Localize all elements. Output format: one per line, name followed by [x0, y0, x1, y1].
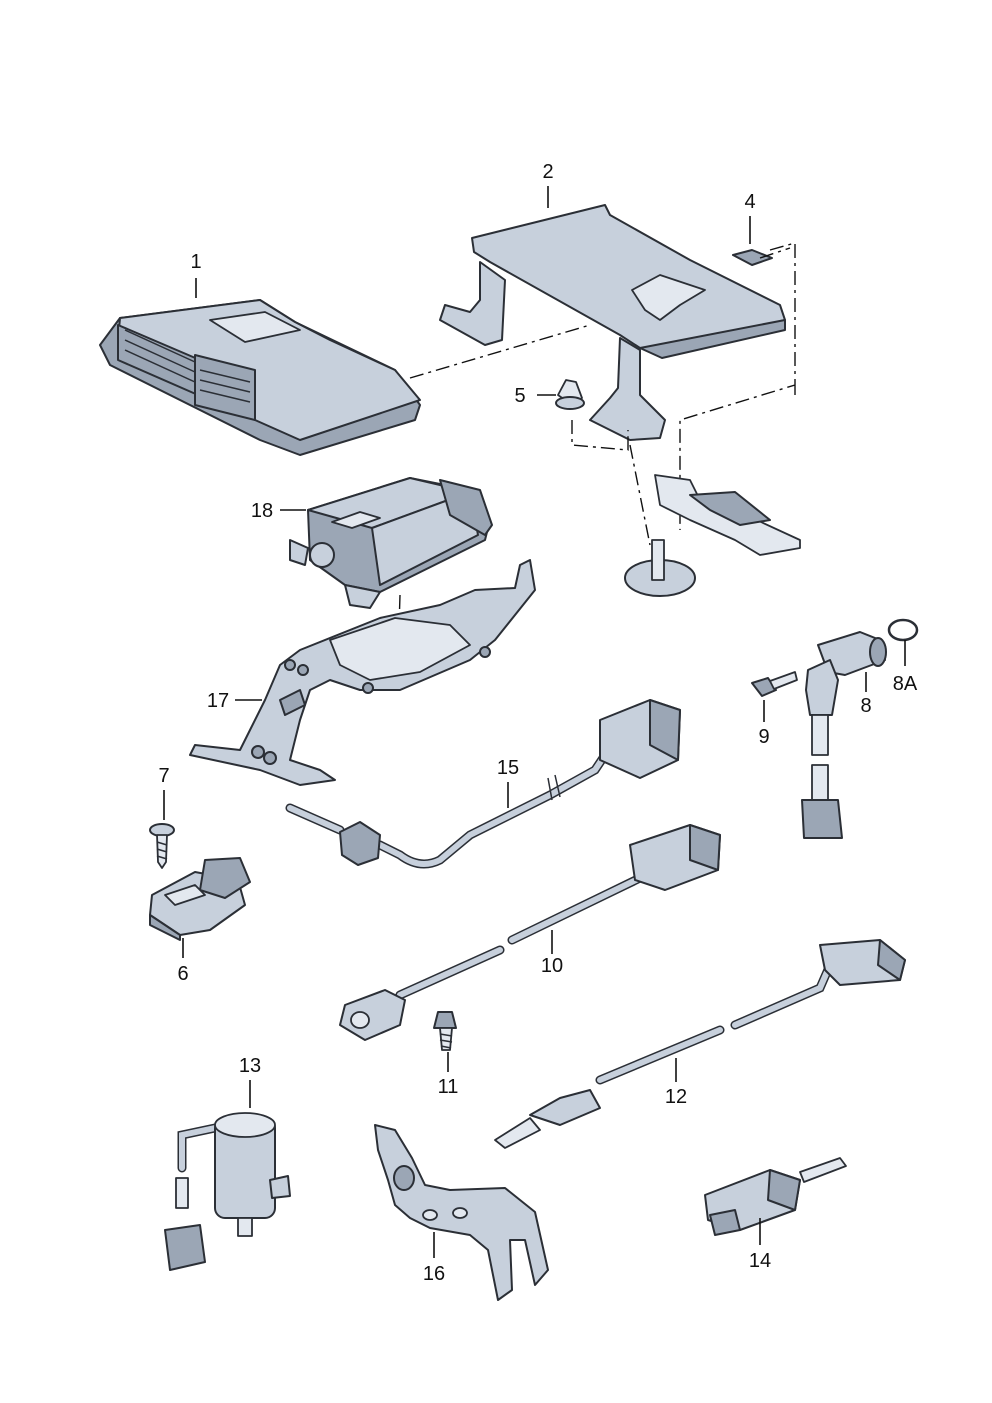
- callout-9: 9: [758, 726, 769, 748]
- part-10-knock-sensor[interactable]: [339, 824, 721, 1041]
- callout-2: 2: [542, 161, 553, 183]
- callout-14: 14: [749, 1250, 771, 1272]
- callout-18: 18: [251, 500, 273, 522]
- part-18-control-module[interactable]: [289, 477, 493, 609]
- callout-1: 1: [190, 251, 201, 273]
- callout-8a: 8A: [893, 673, 918, 695]
- part-5-clip-nut[interactable]: [555, 379, 585, 410]
- part-8a-o-ring[interactable]: [887, 618, 919, 642]
- callout-17: 17: [207, 690, 229, 712]
- part-2-bracket[interactable]: [439, 204, 786, 441]
- callout-16: 16: [423, 1263, 445, 1285]
- part-9-bolt[interactable]: [751, 671, 798, 697]
- part-1-control-unit[interactable]: [99, 299, 421, 456]
- callout-7: 7: [158, 765, 169, 787]
- part-4-pad[interactable]: [732, 249, 773, 266]
- callout-6: 6: [177, 963, 188, 985]
- callout-15: 15: [497, 757, 519, 779]
- callout-11: 11: [438, 1076, 459, 1098]
- part-11-bolt[interactable]: [433, 1011, 457, 1051]
- part-12-lambda-probe[interactable]: [494, 939, 906, 1149]
- part-8-speed-sensor[interactable]: [801, 631, 887, 839]
- part-13-valve[interactable]: [164, 1112, 291, 1271]
- part-16-bracket[interactable]: [374, 1124, 549, 1301]
- callout-13: 13: [239, 1055, 261, 1077]
- callout-12: 12: [665, 1086, 687, 1108]
- callout-4: 4: [744, 191, 755, 213]
- part-7-screw[interactable]: [149, 823, 175, 869]
- callout-5: 5: [514, 385, 525, 407]
- callout-10: 10: [541, 955, 563, 977]
- part-17-module-bracket[interactable]: [189, 559, 536, 786]
- part-15-temperature-sensor[interactable]: [285, 699, 681, 869]
- part-6-pressure-sensor[interactable]: [149, 857, 251, 941]
- part-14-switch[interactable]: [704, 1157, 847, 1236]
- floor-mount-stud: [624, 474, 801, 597]
- callout-8: 8: [860, 695, 871, 717]
